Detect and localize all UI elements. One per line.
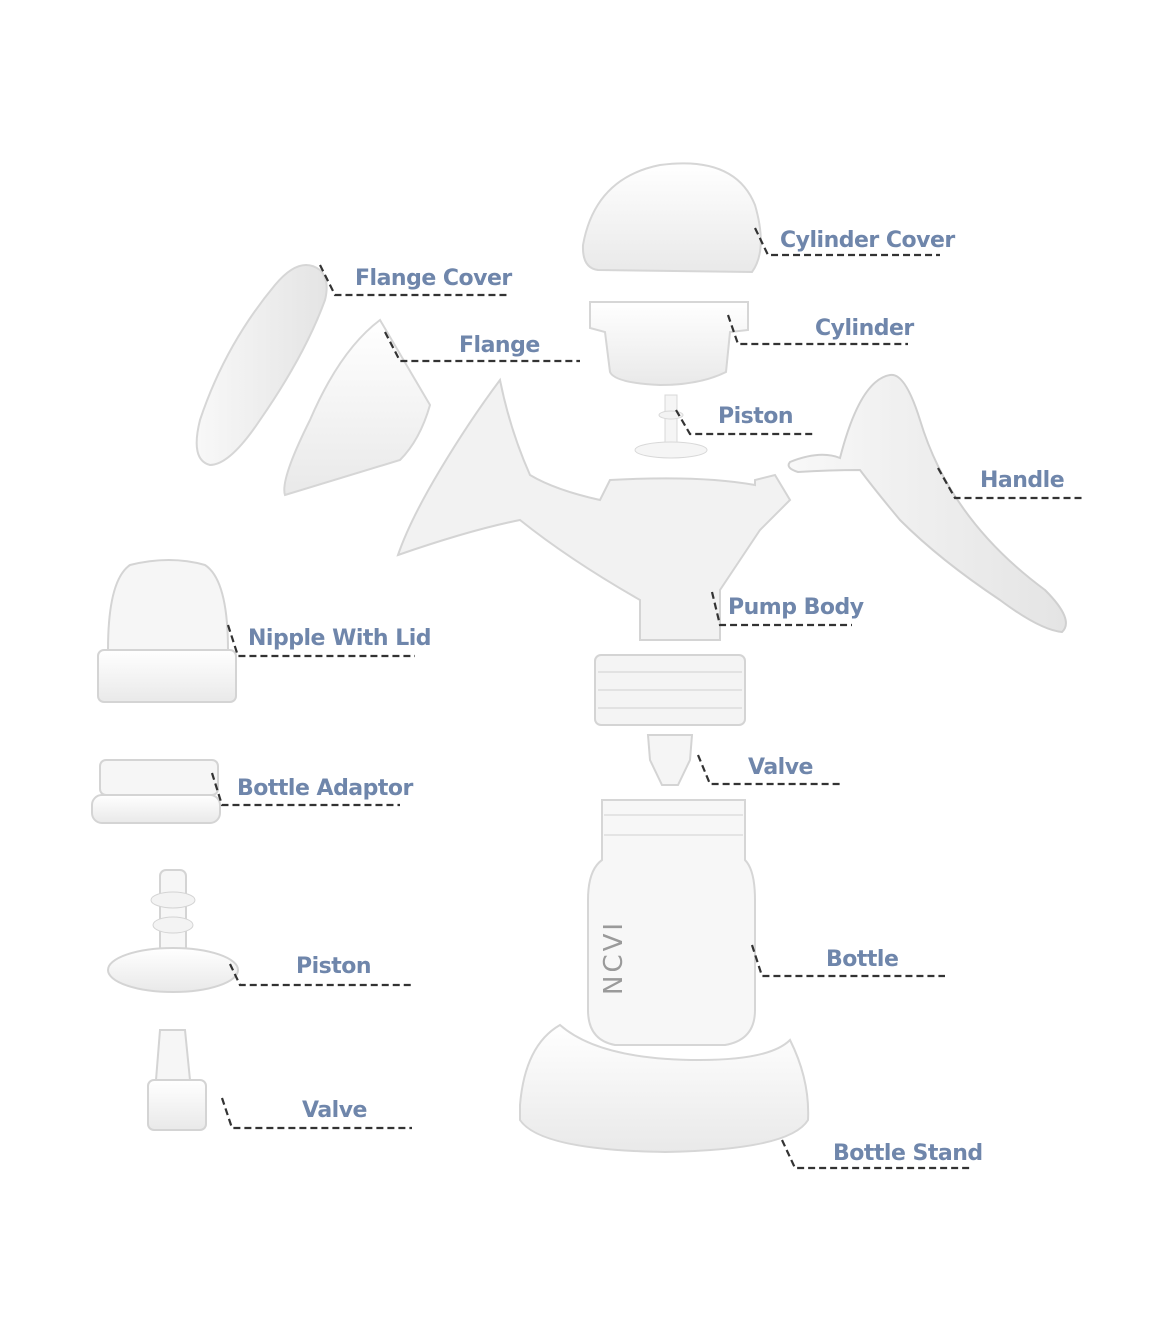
label-bottle-adaptor: Bottle Adaptor (237, 776, 413, 801)
label-cylinder-cover: Cylinder Cover (780, 228, 955, 253)
valve-left-part (147, 1029, 207, 1131)
leader-cylinder (726, 314, 908, 346)
label-nipple-with-lid: Nipple With Lid (248, 626, 432, 651)
label-flange-cover: Flange Cover (355, 266, 512, 291)
bottle-part: NCVI (587, 799, 756, 1046)
label-flange: Flange (459, 333, 540, 358)
leader-piston-left (229, 963, 412, 987)
leader-flange-cover (319, 264, 510, 297)
label-piston-left: Piston (296, 954, 372, 979)
label-bottle: Bottle (826, 947, 899, 972)
label-handle: Handle (980, 468, 1065, 493)
leader-cylinder-cover (754, 227, 940, 257)
handle-part (787, 373, 1067, 634)
label-bottle-stand: Bottle Stand (833, 1141, 983, 1166)
nipple-with-lid-part (97, 559, 237, 703)
label-valve-left: Valve (302, 1098, 367, 1123)
bottle-brand-text: NCVI (599, 920, 629, 995)
pump-body-part (396, 377, 792, 726)
leader-bottle (750, 944, 945, 978)
piston-top-part (634, 394, 708, 459)
label-pump-body: Pump Body (728, 595, 864, 620)
leader-piston-top (675, 409, 815, 436)
piston-left-part (107, 869, 239, 993)
cylinder-part (589, 301, 749, 387)
label-valve-center: Valve (748, 755, 813, 780)
leader-bottle-adaptor (210, 772, 400, 807)
leader-bottle-stand (781, 1139, 972, 1170)
flange-part (283, 318, 432, 497)
cylinder-cover-part (581, 162, 762, 274)
label-cylinder: Cylinder (815, 316, 914, 341)
leader-lines (210, 227, 1082, 1170)
valve-center-part (646, 734, 694, 786)
bottle-adaptor-part (91, 759, 221, 824)
bottle-stand-part (519, 1023, 810, 1154)
leader-handle (937, 467, 1082, 500)
leader-pump-body (710, 591, 852, 627)
flange-cover-part (195, 264, 328, 467)
label-piston-top: Piston (718, 404, 794, 429)
